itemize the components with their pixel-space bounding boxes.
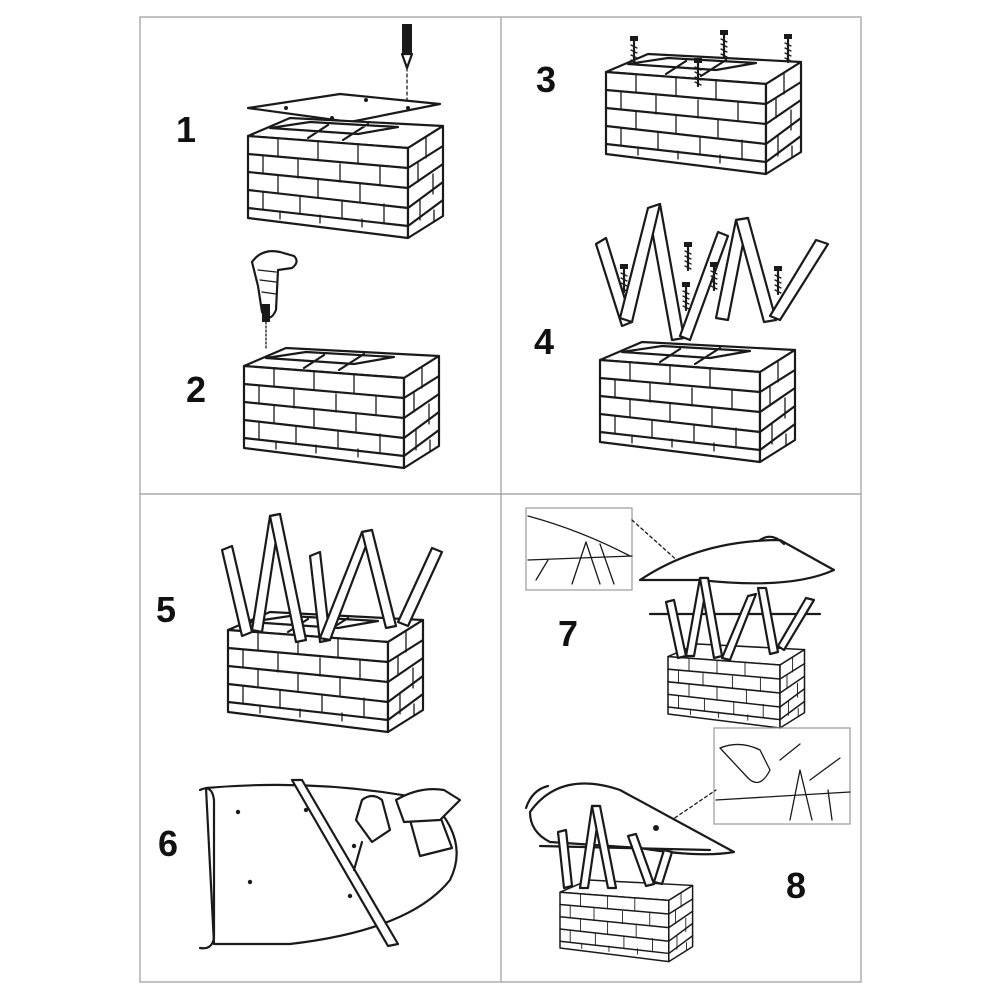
step-number-1: 1 [176, 109, 196, 150]
step-1-illustration [246, 24, 445, 240]
step-number-6: 6 [158, 823, 178, 864]
pencil-icon [400, 24, 414, 101]
step-4-illustration [594, 202, 830, 464]
step-number-2: 2 [186, 369, 206, 410]
step-number-3: 3 [536, 59, 556, 100]
step-2-illustration [242, 250, 441, 470]
step-number-7: 7 [558, 613, 578, 654]
step-number-8: 8 [786, 865, 806, 906]
step-8-illustration [524, 727, 851, 963]
drill-icon [250, 250, 298, 351]
panel-grid [139, 16, 862, 983]
rivet-gun-icon [352, 788, 462, 872]
step-5-illustration [220, 512, 444, 734]
step-number-5: 5 [156, 589, 176, 630]
step-3-illustration [604, 28, 803, 176]
step-6-illustration [198, 778, 462, 950]
step-number-4: 4 [534, 321, 554, 362]
step-7-illustration [525, 507, 836, 729]
